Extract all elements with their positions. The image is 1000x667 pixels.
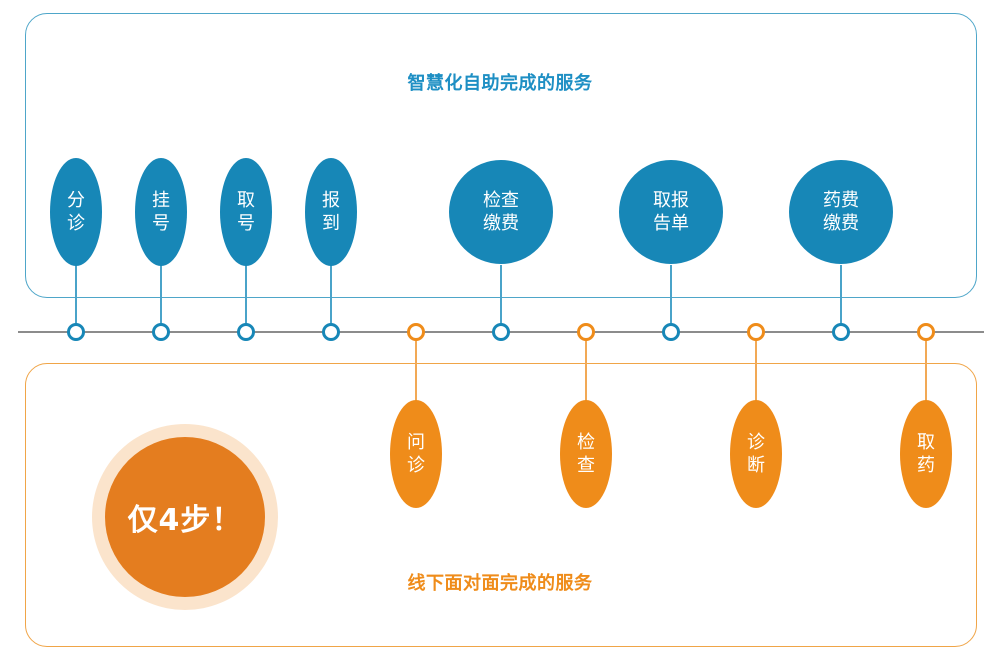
step-diagnosis-line2: 断 (747, 455, 765, 476)
step-exam-payment: 检查 缴费 (449, 160, 553, 264)
stem-online-1 (75, 265, 77, 325)
stem-online-5 (500, 265, 502, 325)
timeline-node-9 (747, 323, 765, 341)
step-medicine-payment: 药费 缴费 (789, 160, 893, 264)
step-examination-line1: 检 (577, 432, 595, 453)
step-consultation-line1: 问 (407, 432, 425, 453)
step-triage-line2: 诊 (67, 213, 85, 234)
step-check-in-line1: 报 (322, 190, 340, 211)
step-get-report-line1: 取报 (653, 190, 689, 211)
step-exam-payment-line1: 检查 (483, 190, 519, 211)
step-examination-line2: 查 (577, 455, 595, 476)
stem-offline-1 (415, 338, 417, 402)
step-get-medicine: 取 药 (900, 400, 952, 508)
timeline-node-1 (67, 323, 85, 341)
step-consultation: 问 诊 (390, 400, 442, 508)
step-examination: 检 查 (560, 400, 612, 508)
stem-online-6 (670, 265, 672, 325)
stem-offline-4 (925, 338, 927, 402)
offline-services-title: 线下面对面完成的服务 (407, 573, 593, 594)
only-four-steps-badge: 仅4步！ (105, 437, 265, 597)
step-get-number: 取 号 (220, 158, 272, 266)
timeline-node-7 (577, 323, 595, 341)
online-services-title: 智慧化自助完成的服务 (407, 73, 593, 94)
step-triage: 分 诊 (50, 158, 102, 266)
timeline-node-8 (662, 323, 680, 341)
step-medicine-payment-line1: 药费 (823, 190, 859, 211)
step-diagnosis: 诊 断 (730, 400, 782, 508)
step-registration-line1: 挂 (152, 190, 170, 211)
stem-offline-3 (755, 338, 757, 402)
timeline-node-10 (832, 323, 850, 341)
stem-offline-2 (585, 338, 587, 402)
step-get-report-line2: 告单 (653, 213, 689, 234)
step-get-report: 取报 告单 (619, 160, 723, 264)
step-medicine-payment-line2: 缴费 (823, 213, 859, 234)
step-exam-payment-line2: 缴费 (483, 213, 519, 234)
step-check-in: 报 到 (305, 158, 357, 266)
stem-online-2 (160, 265, 162, 325)
timeline-node-5 (407, 323, 425, 341)
step-registration: 挂 号 (135, 158, 187, 266)
timeline-node-11 (917, 323, 935, 341)
step-consultation-line2: 诊 (407, 455, 425, 476)
timeline-node-4 (322, 323, 340, 341)
timeline-node-3 (237, 323, 255, 341)
timeline-node-2 (152, 323, 170, 341)
step-registration-line2: 号 (152, 213, 170, 234)
stem-online-3 (245, 265, 247, 325)
timeline-node-6 (492, 323, 510, 341)
step-get-number-line1: 取 (237, 190, 255, 211)
step-get-number-line2: 号 (237, 213, 255, 234)
step-check-in-line2: 到 (322, 213, 340, 234)
stem-online-7 (840, 265, 842, 325)
step-diagnosis-line1: 诊 (747, 432, 765, 453)
offline-services-panel (25, 363, 977, 647)
step-get-medicine-line1: 取 (917, 432, 935, 453)
stem-online-4 (330, 265, 332, 325)
step-triage-line1: 分 (67, 190, 85, 211)
step-get-medicine-line2: 药 (917, 455, 935, 476)
